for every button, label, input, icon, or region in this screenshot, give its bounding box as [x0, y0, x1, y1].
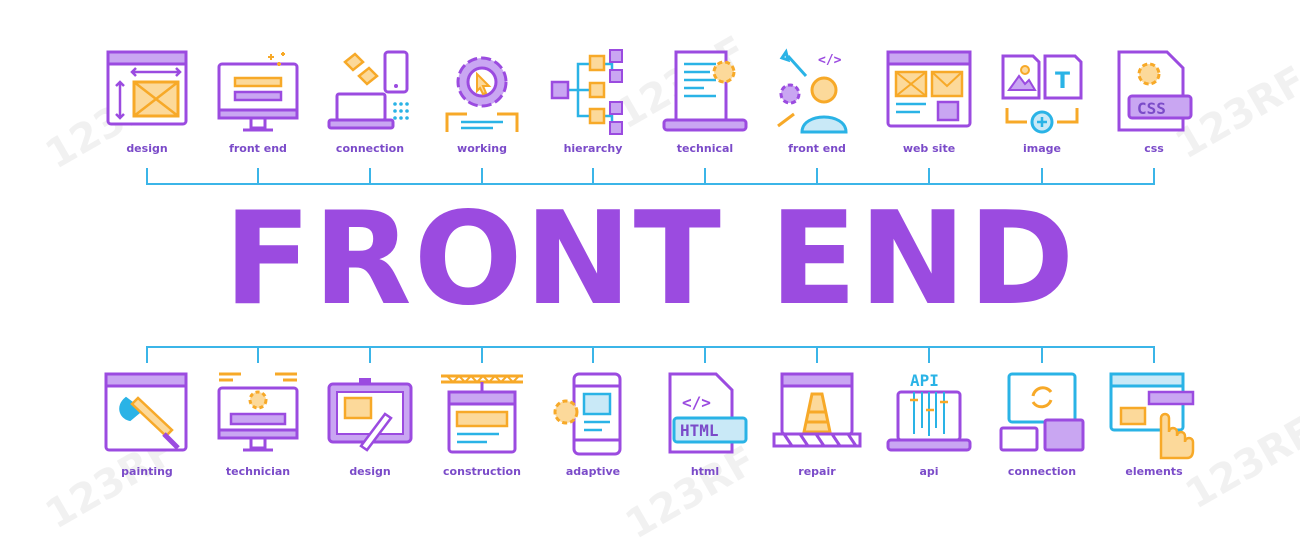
tablet-stylus-icon	[327, 378, 413, 452]
bottom-label-design: design	[349, 465, 391, 478]
website-layout-icon	[886, 50, 972, 128]
top-label-hierarchy: hierarchy	[563, 142, 623, 155]
bottom-label-construction: construction	[443, 465, 521, 478]
gear-cursor-icon	[445, 56, 519, 132]
devices-sync-icon	[999, 372, 1085, 452]
bottom-label-repair: repair	[798, 465, 836, 478]
hand-pointer-icon	[1109, 372, 1195, 460]
top-label-front-end: front end	[229, 142, 287, 155]
bottom-connector	[146, 346, 1155, 363]
svg-text:CSS: CSS	[1137, 99, 1166, 118]
html-file-icon: </> HTML	[668, 372, 748, 454]
connector-lines	[146, 168, 1155, 363]
top-label-front-end-2: front end	[788, 142, 846, 155]
bottom-label-painting: painting	[121, 465, 173, 478]
laptop-document-gear-icon	[662, 50, 748, 132]
top-label-technical: technical	[676, 142, 734, 155]
top-label-design: design	[126, 142, 168, 155]
phone-gear-icon	[553, 372, 622, 456]
bottom-label-connection: connection	[1007, 465, 1077, 478]
page-title: FRONT END	[223, 185, 1077, 334]
top-label-connection: connection	[335, 142, 405, 155]
paint-brush-icon	[104, 372, 188, 452]
svg-text:HTML: HTML	[680, 421, 719, 440]
developer-code-icon: </>	[777, 48, 848, 134]
svg-text:</>: </>	[682, 393, 711, 412]
top-label-working: working	[457, 142, 507, 155]
laptop-phone-link-icon	[327, 50, 409, 130]
top-label-css: css	[1144, 142, 1164, 155]
css-file-icon: CSS	[1117, 50, 1193, 132]
svg-text:API: API	[910, 371, 939, 390]
api-laptop-icon: API	[886, 371, 972, 452]
image-text-icon: T	[1001, 54, 1083, 134]
bottom-label-html: html	[690, 465, 720, 478]
monitor-pencil-icon	[217, 52, 299, 132]
monitor-gear-icon	[217, 372, 299, 452]
bottom-label-elements: elements	[1125, 465, 1183, 478]
bottom-label-adaptive: adaptive	[565, 465, 621, 478]
infographic-banner: 123RF 123RF 123RF 123RF 123RF 123RF FRON…	[38, 28, 1300, 548]
top-connector	[146, 168, 1155, 185]
traffic-cone-icon	[772, 372, 862, 448]
hierarchy-tree-icon	[550, 49, 623, 135]
top-label-web-site: web site	[902, 142, 956, 155]
svg-text:</>: </>	[818, 53, 842, 68]
browser-layout-icon	[106, 50, 188, 126]
bottom-label-technician: technician	[225, 465, 291, 478]
top-label-image: image	[1023, 142, 1061, 155]
svg-text:T: T	[1055, 69, 1070, 94]
bottom-label-api: api	[919, 465, 939, 478]
crane-browser-icon	[441, 374, 523, 454]
